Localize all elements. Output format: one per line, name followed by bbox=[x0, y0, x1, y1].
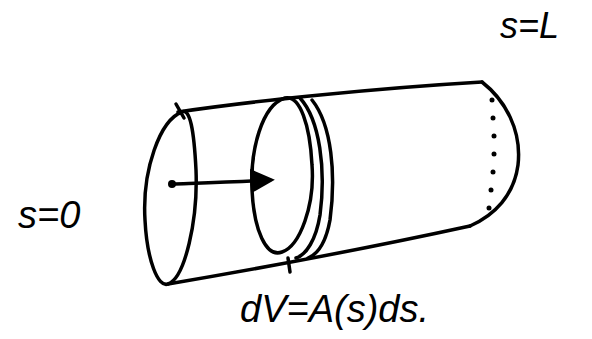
position-label: s=L bbox=[500, 8, 559, 44]
tube-end bbox=[145, 112, 197, 285]
volume-element-formula: dV=A(s)ds. bbox=[240, 290, 429, 328]
cross-section bbox=[252, 98, 313, 253]
tube-edge bbox=[178, 82, 482, 112]
dot bbox=[168, 180, 176, 188]
cross-section bbox=[308, 100, 333, 258]
tick bbox=[288, 258, 290, 272]
tube-edge bbox=[168, 226, 470, 284]
cross-section bbox=[296, 98, 322, 258]
position-label: s=0 bbox=[18, 196, 80, 234]
tube-end bbox=[470, 82, 519, 226]
arrow bbox=[172, 180, 270, 184]
tick bbox=[176, 104, 184, 118]
